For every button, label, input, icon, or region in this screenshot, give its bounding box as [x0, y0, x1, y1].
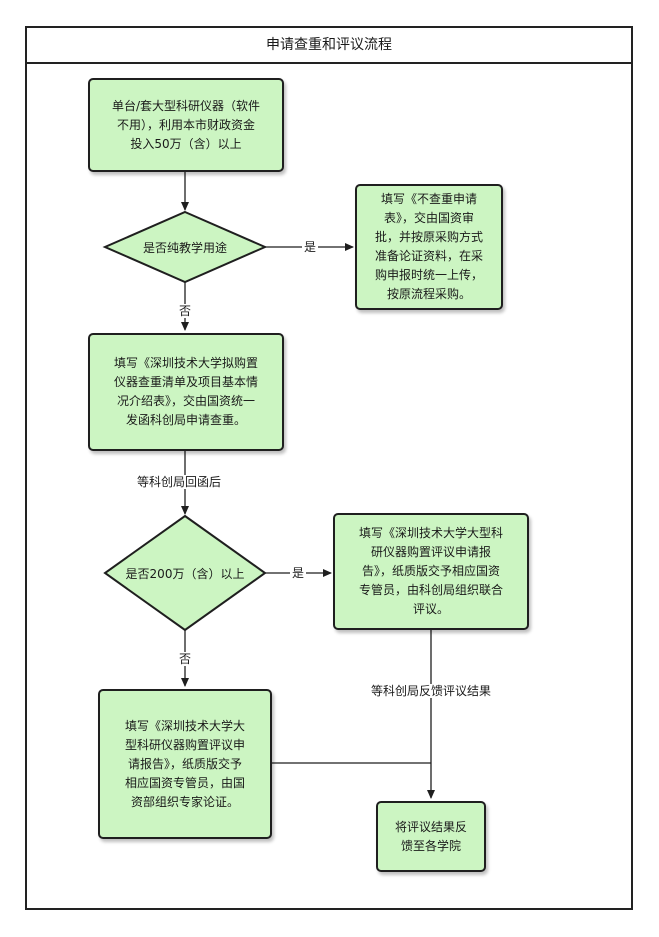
no-check-line-1: 填写《不查重申请: [380, 192, 477, 206]
feedback-line-2: 馈至各学院: [400, 838, 461, 853]
eval-small-line-4: 相应国资专管员，由国: [124, 775, 245, 790]
eval-report-small-node: 填写《深圳技术大学大 型科研仪器购置评议申 请报告》，纸质版交予 相应国资专管员…: [98, 689, 272, 839]
no-check-line-6: 按原流程采购。: [386, 287, 471, 301]
start-line-1: 单台/套大型科研仪器（软件: [111, 98, 261, 113]
eval-small-line-1: 填写《深圳技术大学大: [124, 718, 245, 733]
no-check-line-2: 表》，交由国资审: [383, 211, 474, 225]
feedback-node: 将评议结果反 馈至各学院: [376, 801, 486, 872]
decision-teaching-label: 是否纯教学用途: [142, 240, 227, 255]
check-list-node: 填写《深圳技术大学拟购置 仪器查重清单及项目基本情 况介绍表》，交由国资统一 发…: [88, 333, 284, 451]
edge-label-no-1: 否: [177, 304, 194, 318]
decision-200-label: 是否200万（含）以上: [125, 566, 245, 581]
no-check-line-4: 准备论证资料，在采: [374, 249, 483, 263]
no-check-line-3: 批，并按原采购方式: [374, 230, 483, 244]
check-list-line-3: 况介绍表》，交由国资统一: [116, 394, 255, 408]
eval-small-line-5: 资部组织专家论证。: [130, 794, 239, 809]
eval-report-large-node: 填写《深圳技术大学大型科 研仪器购置评议申请报 告》，纸质版交予相应国资 专管员…: [333, 513, 529, 630]
check-list-line-4: 发函科创局申请查重。: [125, 413, 246, 427]
check-list-line-1: 填写《深圳技术大学拟购置: [113, 356, 258, 370]
eval-large-line-5: 评议。: [412, 602, 449, 616]
edge-label-after-feedback: 等科创局反馈评议结果: [369, 684, 494, 698]
eval-small-line-2: 型科研仪器购置评议申: [124, 737, 245, 752]
no-check-form-node: 填写《不查重申请 表》，交由国资审 批，并按原采购方式 准备论证资料，在采 购申…: [355, 184, 503, 310]
no-check-line-5: 购申报时统一上传，: [374, 268, 483, 282]
edge-label-yes-2: 是: [290, 566, 307, 580]
edge-label-yes-1: 是: [302, 240, 319, 254]
eval-large-line-4: 专管员，由科创局组织联合: [358, 583, 503, 597]
diagram-title: 申请查重和评议流程: [25, 26, 633, 64]
check-list-line-2: 仪器查重清单及项目基本情: [113, 375, 258, 389]
edge-label-after-reply: 等科创局回函后: [135, 475, 224, 489]
eval-large-line-2: 研仪器购置评议申请报: [370, 545, 491, 559]
start-node: 单台/套大型科研仪器（软件 不用），利用本市财政资金 投入50万（含）以上: [88, 78, 284, 172]
edge-label-no-2: 否: [177, 652, 194, 666]
eval-large-line-1: 填写《深圳技术大学大型科: [358, 526, 503, 540]
start-line-2: 不用），利用本市财政资金: [116, 117, 255, 132]
start-line-3: 投入50万（含）以上: [130, 136, 242, 151]
feedback-line-1: 将评议结果反: [394, 819, 467, 834]
diagram-frame: [25, 26, 633, 910]
eval-large-line-3: 告》，纸质版交予相应国资: [361, 564, 500, 578]
eval-small-line-3: 请报告》，纸质版交予: [127, 756, 242, 771]
